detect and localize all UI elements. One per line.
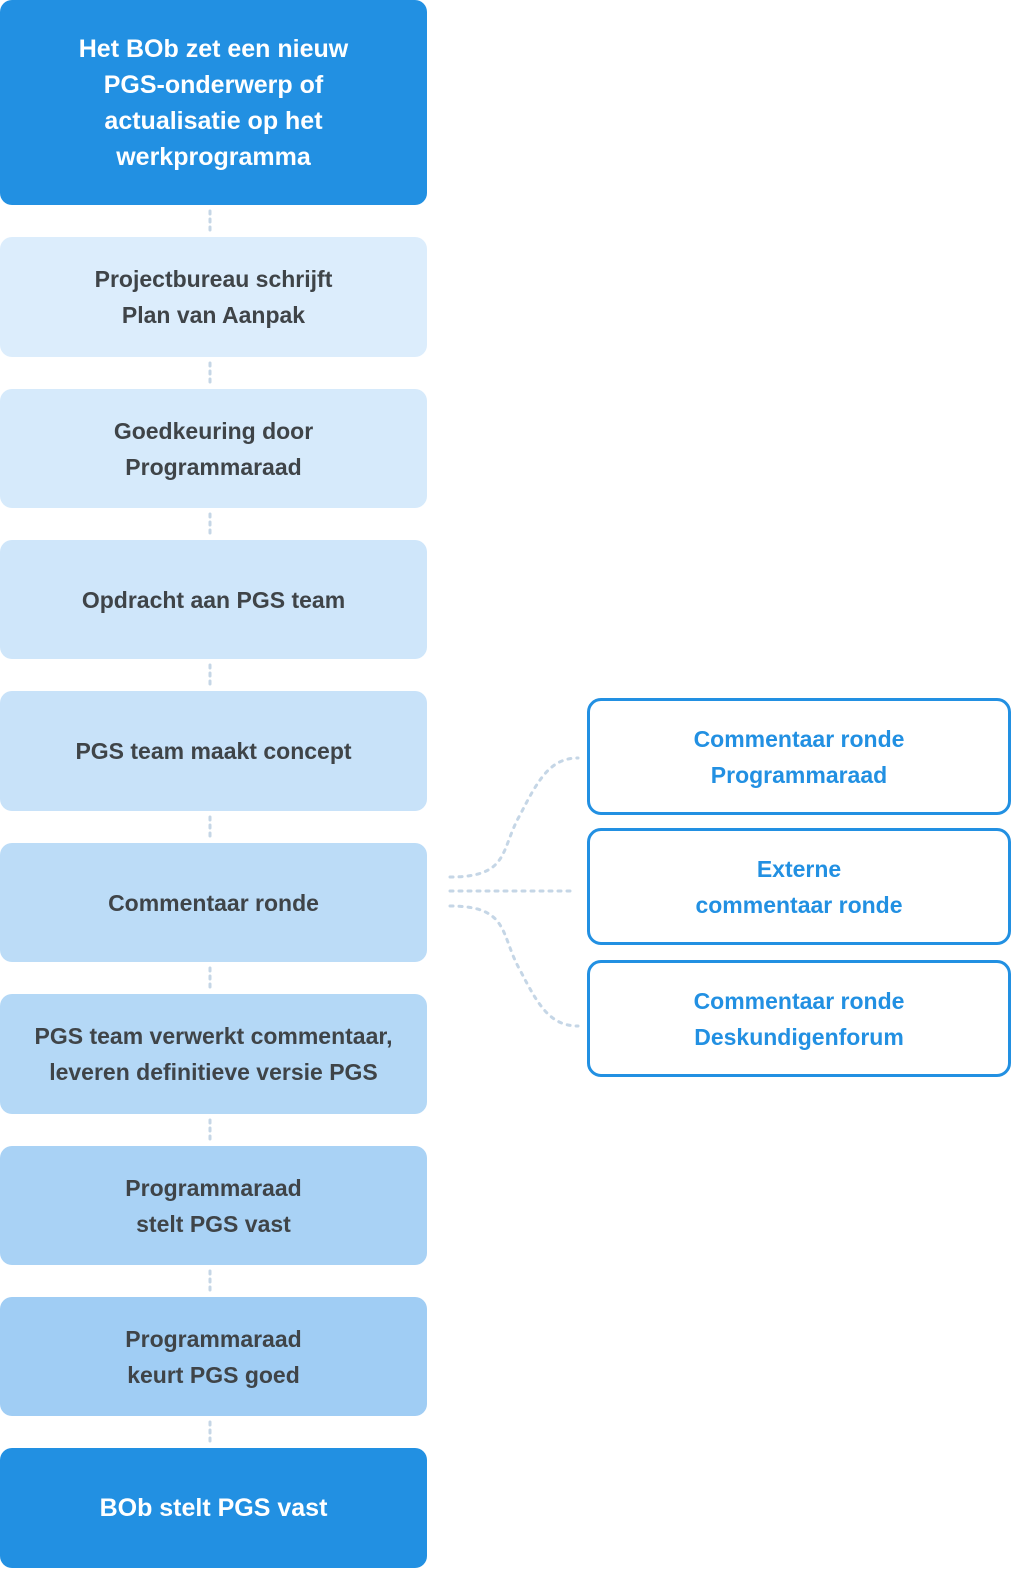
comment-round-deskundigenforum: Commentaar ronde Deskundigenforum bbox=[587, 960, 1011, 1077]
step-verwerkt-commentaar: PGS team verwerkt commentaar, leveren de… bbox=[0, 994, 427, 1114]
branch-connector-deskundigenforum bbox=[448, 904, 580, 1028]
step-goedkeuring-programmaraad: Goedkeuring door Programmaraad bbox=[0, 389, 427, 508]
step-opdracht-pgs-team: Opdracht aan PGS team bbox=[0, 540, 427, 659]
comment-round-programmaraad: Commentaar ronde Programmaraad bbox=[587, 698, 1011, 815]
branch-connector-programmaraad bbox=[448, 756, 580, 879]
step-programmaraad-stelt-vast: Programmaraad stelt PGS vast bbox=[0, 1146, 427, 1265]
step-commentaar-ronde: Commentaar ronde bbox=[0, 843, 427, 962]
step-concept: PGS team maakt concept bbox=[0, 691, 427, 811]
step-bob-stelt-vast: BOb stelt PGS vast bbox=[0, 1448, 427, 1568]
step-programmaraad-keurt-goed: Programmaraad keurt PGS goed bbox=[0, 1297, 427, 1416]
step-plan-van-aanpak: Projectbureau schrijft Plan van Aanpak bbox=[0, 237, 427, 357]
step-bob-werkprogramma: Het BOb zet een nieuw PGS-onderwerp of a… bbox=[0, 0, 427, 205]
comment-round-extern: Externe commentaar ronde bbox=[587, 828, 1011, 945]
